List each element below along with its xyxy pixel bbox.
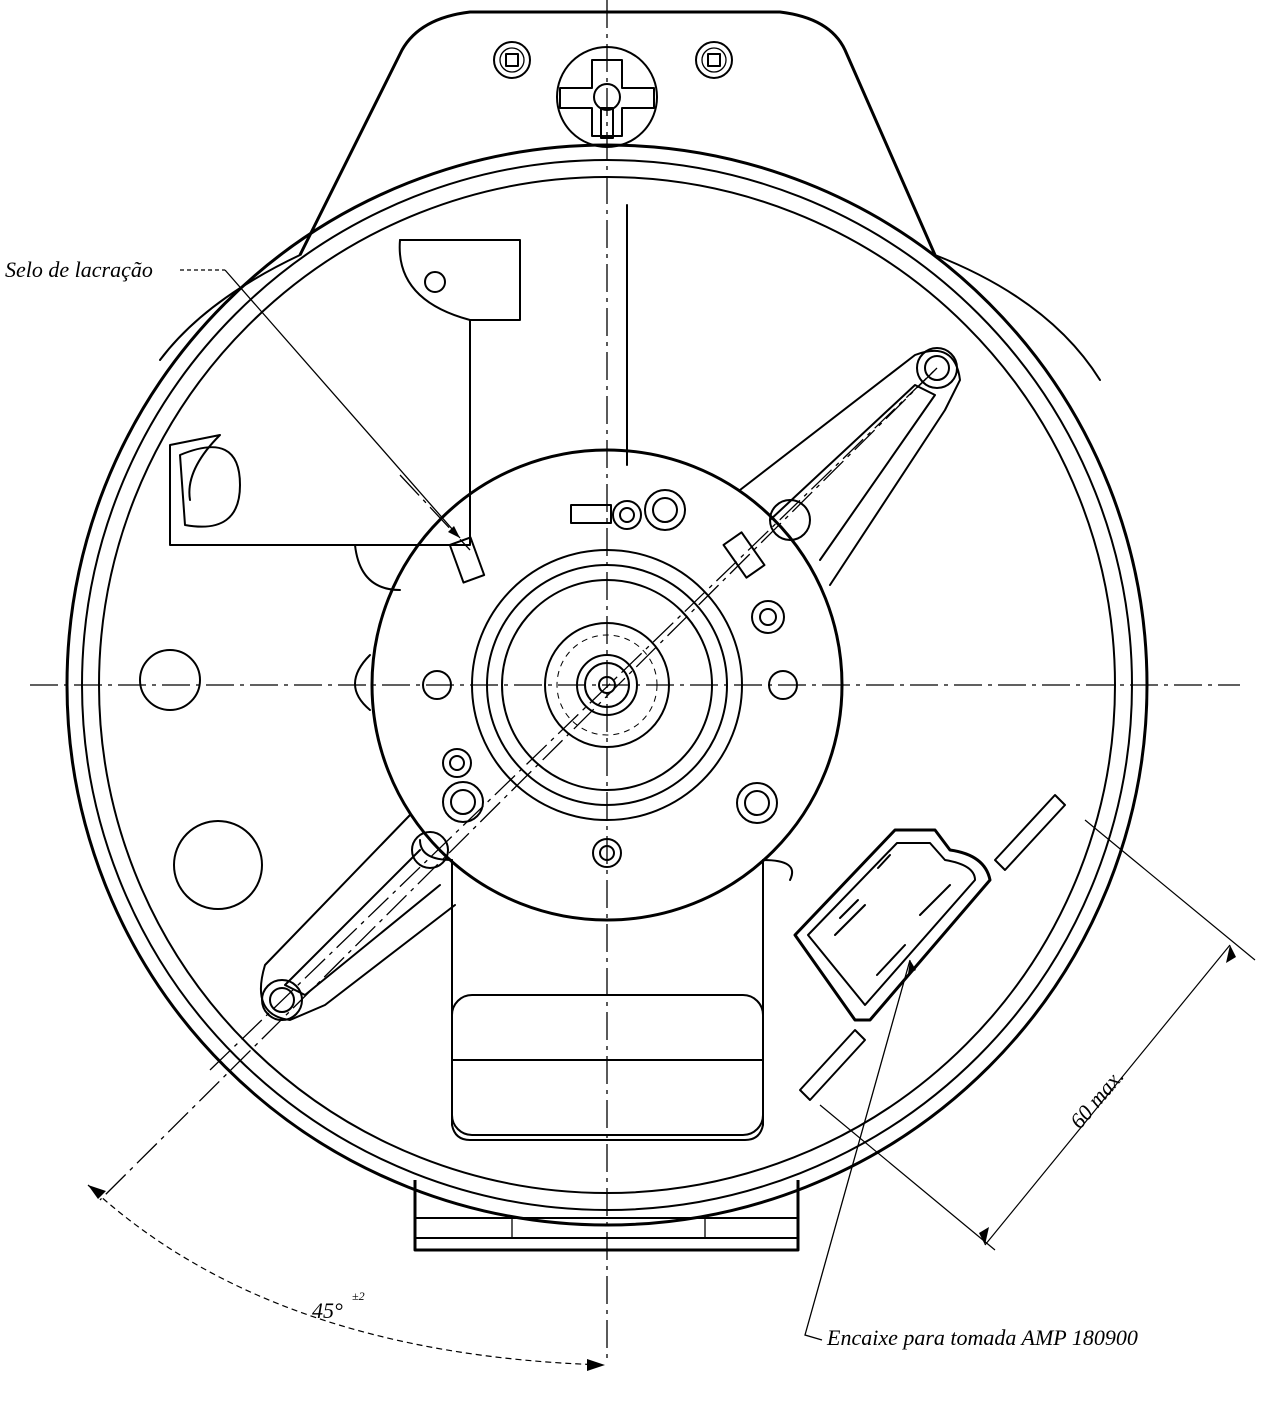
dimension-60-max: 60 max. [819, 819, 1256, 1251]
upper-right-arm [739, 347, 961, 586]
side-holes [139, 649, 371, 910]
dimension-45-deg: 45° ±2 [87, 1184, 606, 1371]
dimension-length-label: 60 max. [1065, 1064, 1129, 1133]
phillips-screw-icon [695, 41, 733, 79]
gearbox-housing [419, 839, 794, 1141]
connector-leader: Encaixe para tomada AMP 180900 [804, 959, 1138, 1350]
top-mount-bracket [159, 10, 1101, 381]
center-lines [30, 0, 1240, 1360]
lower-left-arm [259, 814, 456, 1021]
connector-label: Encaixe para tomada AMP 180900 [826, 1325, 1138, 1350]
seal-label: Selo de lacração [5, 257, 153, 282]
seal-leader: Selo de lacração [5, 257, 461, 539]
phillips-screw-icon [493, 41, 531, 79]
flange-fasteners [422, 489, 798, 868]
angle-tolerance-label: ±2 [352, 1289, 365, 1303]
connector-socket [793, 794, 1066, 1101]
dimension-angle-label: 45° [312, 1298, 343, 1323]
